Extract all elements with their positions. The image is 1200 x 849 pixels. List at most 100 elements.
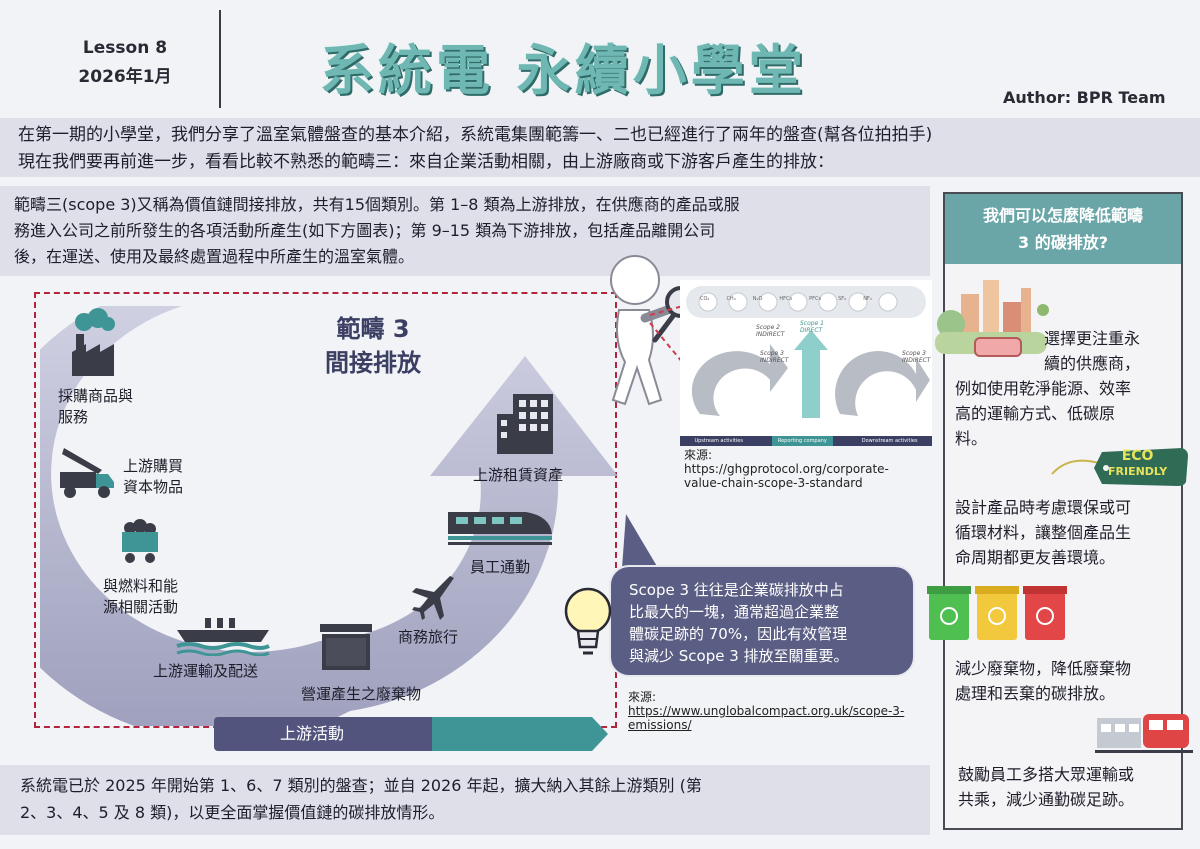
category-4-label: 上游運輸及配送: [153, 662, 259, 680]
eco-line-1: ECO: [1121, 448, 1154, 464]
category-6-label: 商務旅行: [398, 628, 459, 646]
eco-friendly-tag-icon: [1051, 448, 1188, 486]
category-1-line-2: 服務: [58, 408, 89, 426]
tip1-line-3: 例如使用乾淨能源、效率: [955, 379, 1132, 398]
scope3-left-title: Scope 3: [760, 350, 785, 357]
gas-label: PFCs: [809, 296, 822, 302]
eco-friendly-label: ECO FRIENDLY: [1108, 448, 1167, 480]
tip2-line-3: 命周期都更友善環境。: [955, 548, 1116, 567]
gas-label: SF₆: [838, 296, 847, 302]
scope3-arc-arrow: [40, 306, 618, 726]
tip2-line-1: 設計產品時考慮環保或可: [955, 498, 1132, 517]
scope2-title: Scope 2: [756, 324, 781, 331]
bubble-line-1: Scope 3 往往是企業碳排放中占: [629, 581, 844, 599]
tip4: 鼓勵員工多搭大眾運輸或 共乘，減少通勤碳足跡。: [958, 762, 1134, 812]
dumpster-icon: [320, 624, 372, 670]
gas-label: N₂O: [752, 296, 763, 302]
recycling-bins-icon: [927, 586, 1067, 640]
upstream-caption: Upstream activities: [694, 438, 743, 444]
sidebar-title-line-1: 我們可以怎麼降低範疇: [982, 206, 1143, 225]
lesson-number: Lesson 8: [82, 38, 168, 58]
category-1-line-1: 採購商品與: [58, 387, 134, 405]
intro-line-2: 現在我們要再前進一步，看看比較不熟悉的範疇三：來自企業活動相關，由上游廠商或下游…: [18, 152, 834, 172]
ghg-source: 來源: https://ghgprotocol.org/corporate- v…: [684, 448, 889, 490]
eco-line-2: FRIENDLY: [1108, 465, 1168, 478]
sidebar-title-line-2: 3 的碳排放?: [1018, 233, 1108, 252]
scope3-line-3: 後，在運送、使用及最終處置過程中所產生的溫室氣體。: [14, 247, 415, 266]
ungc-source-label: 來源:: [628, 690, 657, 704]
lesson-date: 2026年1月: [78, 67, 172, 87]
bubble-line-4: 與減少 Scope 3 排放至關重要。: [629, 647, 849, 665]
scope1-label: Scope 1 DIRECT: [800, 320, 824, 334]
scope3-left-label: Scope 3 INDIRECT: [760, 350, 788, 364]
factory-icon: [72, 308, 115, 376]
tip1-bottom: 例如使用乾淨能源、效率 高的運輸方式、低碳原 料。: [955, 376, 1131, 451]
progress-line-2: 2、3、4、5 及 8 類)，以更全面掌握價值鏈的碳排放情形。: [20, 803, 445, 822]
tip3-line-1: 減少廢棄物，降低廢棄物: [955, 659, 1132, 678]
tip1-line-2: 續的供應商，: [1044, 354, 1141, 373]
category-7-label: 員工通勤: [470, 558, 531, 576]
office-building-icon: [497, 394, 553, 454]
category-8-label: 上游租賃資產: [473, 466, 564, 484]
tip3: 減少廢棄物，降低廢棄物 處理和丟棄的碳排放。: [955, 656, 1131, 706]
intro-line-1: 在第一期的小學堂，我們分享了溫室氣體盤查的基本介紹，系統電集團範籌一、二也已經進…: [18, 125, 933, 145]
ungc-source-link-1[interactable]: https://www.unglobalcompact.org.uk/scope…: [628, 704, 905, 718]
intro-panel: 在第一期的小學堂，我們分享了溫室氣體盤查的基本介紹，系統電集團範籌一、二也已經進…: [0, 118, 1200, 177]
tip1-line-1: 選擇更注重永: [1044, 329, 1141, 348]
coal-cart-icon: [122, 519, 158, 563]
diagram-title-line-2: 間接排放: [325, 349, 421, 377]
category-5-label: 營運產生之廢棄物: [301, 685, 422, 703]
tip1-top: 選擇更注重永 續的供應商，: [1044, 326, 1140, 376]
category-2-label: 上游購買 資本物品: [123, 456, 183, 498]
upstream-bar-arrow-tip: [592, 717, 608, 751]
bubble-line-2: 比最大的一塊，通常超過企業整: [629, 603, 840, 621]
scope3-line-2: 務進入公司之前所發生的各項活動所產生(如下方圖表)；第 9–15 類為下游排放，…: [14, 221, 716, 240]
scope1-title: Scope 1: [800, 320, 825, 327]
bubble-tail: [622, 514, 658, 568]
ghg-source-link-2[interactable]: value-chain-scope-3-standard: [684, 476, 863, 490]
category-3-line-2: 源相關活動: [103, 598, 179, 616]
company-progress-panel: 系統電已於 2025 年開始第 1、6、7 類別的盤查；並自 2026 年起，擴…: [0, 765, 930, 835]
category-3-label: 與燃料和能 源相關活動: [103, 576, 178, 618]
diagram-title: 範疇 3 間接排放: [325, 312, 421, 380]
scope3-description: 範疇三(scope 3)又稱為價值鏈間接排放，共有15個類別。第 1–8 類為上…: [0, 186, 930, 276]
category-3-line-1: 與燃料和能: [103, 577, 179, 595]
scope3-right-label: Scope 3 INDIRECT: [902, 350, 930, 364]
ghg-source-label: 來源:: [684, 448, 713, 462]
tip3-line-2: 處理和丟棄的碳排放。: [955, 684, 1116, 703]
scope3-left-sub: INDIRECT: [760, 357, 789, 364]
tip2: 設計產品時考慮環保或可 循環材料，讓整個產品生 命周期都更友善環境。: [955, 495, 1131, 570]
progress-line-1: 系統電已於 2025 年開始第 1、6、7 類別的盤查；並自 2026 年起，擴…: [20, 776, 702, 795]
lesson-info: Lesson 8 2026年1月: [40, 34, 210, 92]
gas-circles: [698, 292, 898, 312]
lightbulb-icon: [564, 587, 612, 655]
tip4-line-2: 共乘，減少通勤碳足跡。: [958, 790, 1135, 809]
sidebar-title: 我們可以怎麼降低範疇 3 的碳排放?: [945, 194, 1181, 264]
scope2-sub: INDIRECT: [756, 331, 785, 338]
reporting-caption: Reporting company: [771, 436, 833, 446]
category-2-line-1: 上游購買: [123, 457, 184, 475]
bubble-line-3: 體碳足跡的 70%，因此有效管理: [629, 625, 848, 643]
scope3-right-title: Scope 3: [902, 350, 927, 357]
airplane-icon: [412, 576, 454, 620]
train-icon: [448, 512, 552, 545]
gas-label: CO₂: [700, 296, 710, 302]
tip4-line-1: 鼓勵員工多搭大眾運輸或: [958, 765, 1135, 784]
scope3-right-sub: INDIRECT: [902, 357, 931, 364]
gas-label: HFCs: [779, 296, 793, 302]
ungc-source-link-2[interactable]: emissions/: [628, 718, 692, 732]
ghg-value-chain-arrows: [691, 330, 930, 418]
green-city-icon: [935, 280, 1049, 357]
ghg-protocol-figure: CO₂ CH₄ N₂O HFCs PFCs SF₆ NF₃ Scope 2 IN…: [680, 280, 932, 446]
diagram-title-line-1: 範疇 3: [336, 315, 410, 343]
ghg-bottom-bar: Upstream activities Reporting company Do…: [680, 436, 932, 446]
gas-label: CH₄: [726, 296, 736, 302]
ship-icon: [176, 618, 270, 656]
gas-labels: CO₂ CH₄ N₂O HFCs PFCs SF₆ NF₃: [700, 296, 920, 302]
gas-label: NF₃: [863, 296, 872, 302]
category-2-line-2: 資本物品: [123, 478, 184, 496]
scope2-label: Scope 2 INDIRECT: [756, 324, 784, 338]
ghg-source-link-1[interactable]: https://ghgprotocol.org/corporate-: [684, 462, 889, 476]
tip1-line-4: 高的運輸方式、低碳原: [955, 404, 1116, 423]
tip2-line-2: 循環材料，讓整個產品生: [955, 523, 1132, 542]
